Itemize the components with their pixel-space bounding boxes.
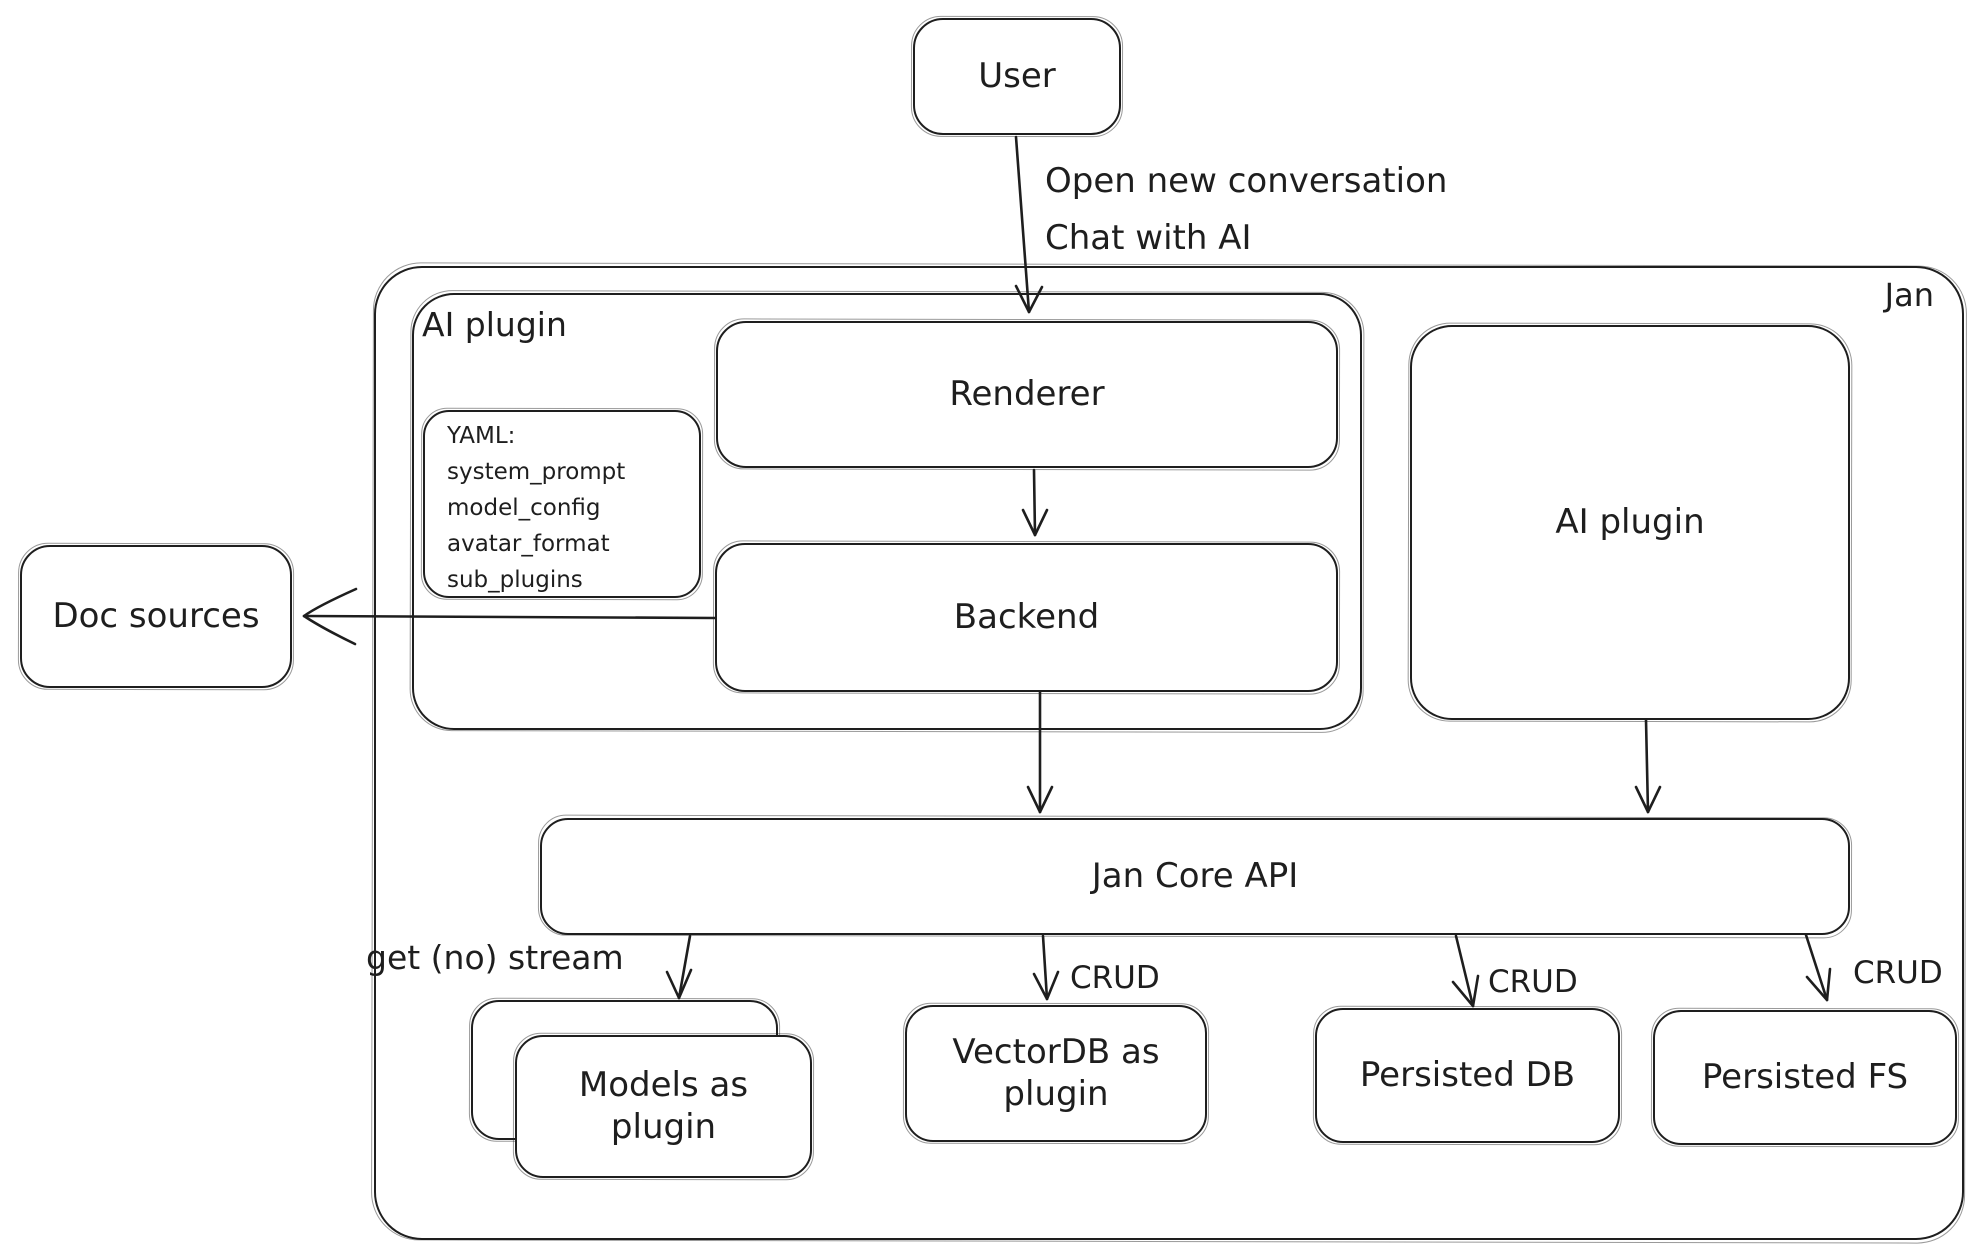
persisted-fs-label: Persisted FS [1701,1056,1909,1097]
renderer-label: Renderer [949,373,1105,414]
user-label: User [978,55,1056,96]
vectordb-node: VectorDB as plugin [905,1005,1207,1142]
yaml-note: YAML: system_prompt model_config avatar_… [423,410,701,598]
persisted-db-label: Persisted DB [1359,1054,1576,1095]
persisted-fs-node: Persisted FS [1653,1010,1957,1145]
backend-node: Backend [715,543,1338,692]
ai-plugin-node-label: AI plugin [1555,501,1705,542]
ai-plugin-container-label: AI plugin [422,305,567,344]
vectordb-label: VectorDB as plugin [952,1032,1160,1114]
doc-sources-node: Doc sources [20,545,292,688]
renderer-node: Renderer [716,321,1338,468]
jan-container-label: Jan [1884,276,1934,314]
models-as-plugin-label: Models as plugin [578,1065,749,1147]
user-node: User [913,18,1121,135]
jan-container: Jan [374,266,1964,1240]
edge-label-get-no-stream: get (no) stream [366,938,624,977]
ai-plugin-container: AI plugin [412,293,1362,730]
edge-label-crud-persisted-fs: CRUD [1853,955,1943,991]
edge-label-crud-vectordb: CRUD [1070,960,1160,996]
edge-label-open-new-conversation: Open new conversation [1045,161,1448,201]
backend-label: Backend [953,596,1100,637]
jan-core-api-node: Jan Core API [540,818,1850,935]
models-as-plugin-node: Models as plugin [515,1035,812,1178]
edge-label-crud-persisted-db: CRUD [1488,964,1578,1000]
ai-plugin-node: AI plugin [1410,325,1850,720]
doc-sources-label: Doc sources [52,595,260,636]
jan-core-api-label: Jan Core API [1091,855,1299,896]
edge-label-chat-with-ai: Chat with AI [1045,218,1252,258]
persisted-db-node: Persisted DB [1315,1008,1620,1143]
yaml-note-text: YAML: system_prompt model_config avatar_… [447,423,626,593]
